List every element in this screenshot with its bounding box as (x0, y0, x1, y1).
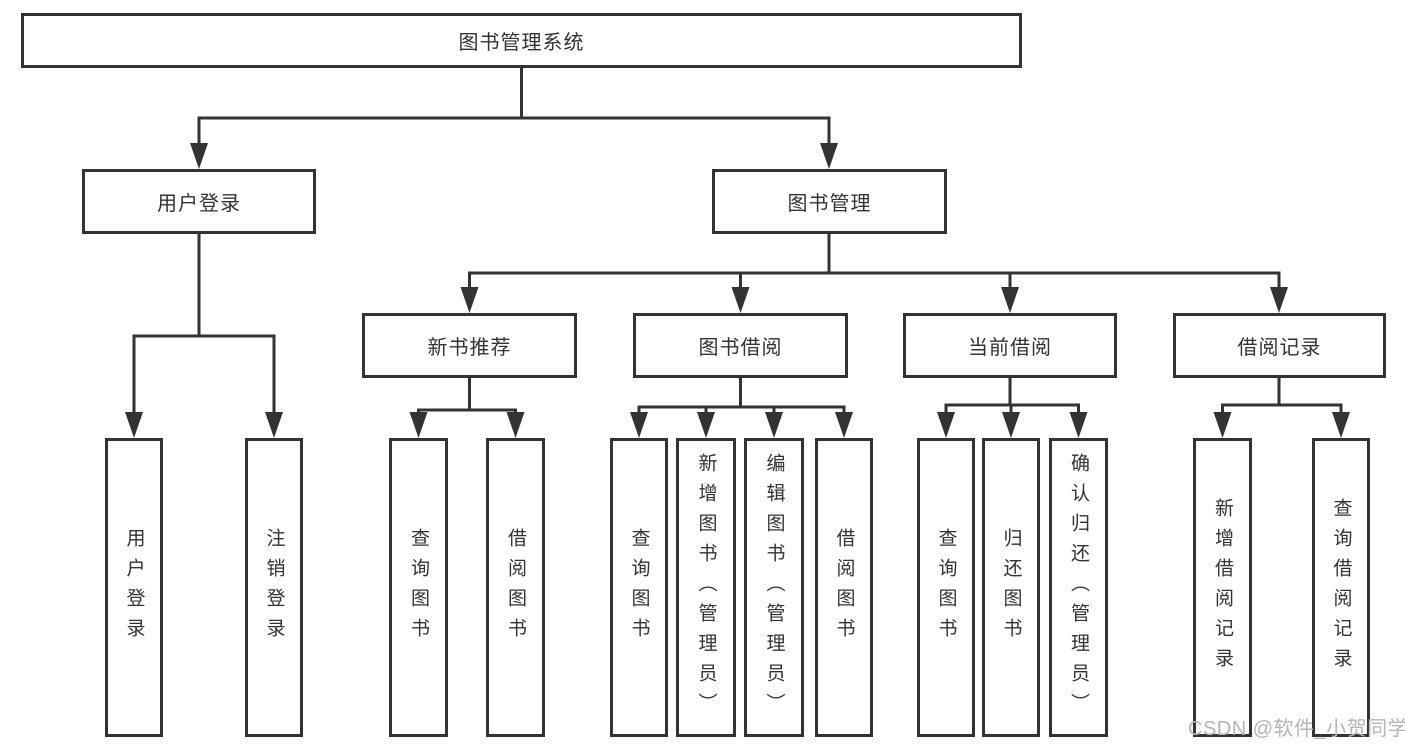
leaf-user-login-label: 用户登录 (123, 527, 145, 648)
node-book-borrowing: 图书借阅 (633, 313, 848, 378)
leaf-confirm-return-admin: 确认归还（管理员） (1049, 438, 1108, 737)
csdn-watermark: CSDN @软件_小贺同学 (1188, 718, 1405, 740)
node-user-login: 用户登录 (82, 169, 316, 234)
leaf-query-borrow-record: 查询借阅记录 (1312, 438, 1370, 737)
leaf-add-book-admin: 新增图书（管理员） (676, 438, 736, 737)
leaf-recommend-borrow-book: 借阅图书 (486, 438, 545, 737)
node-root: 图书管理系统 (21, 13, 1022, 68)
node-current-borrowing: 当前借阅 (903, 313, 1117, 378)
leaf-edit-book-admin-label: 编辑图书（管理员） (763, 452, 785, 723)
leaf-query-borrow-record-label: 查询借阅记录 (1330, 497, 1352, 678)
leaf-borrowing-borrow-book: 借阅图书 (815, 438, 873, 737)
node-book-management: 图书管理 (712, 169, 947, 234)
leaf-borrowing-query-book: 查询图书 (610, 438, 668, 737)
leaf-confirm-return-admin-label: 确认归还（管理员） (1068, 452, 1089, 723)
node-root-label: 图书管理系统 (458, 32, 585, 54)
node-borrowing-records: 借阅记录 (1173, 313, 1386, 378)
node-new-book-recommend-label: 新书推荐 (427, 337, 512, 359)
leaf-borrowing-query-book-label: 查询图书 (628, 527, 650, 648)
node-book-borrowing-label: 图书借阅 (698, 337, 783, 359)
leaf-add-borrow-record-label: 新增借阅记录 (1212, 497, 1233, 678)
leaf-edit-book-admin: 编辑图书（管理员） (744, 438, 804, 737)
leaf-current-query-book-label: 查询图书 (935, 527, 957, 648)
leaf-return-book: 归还图书 (982, 438, 1040, 737)
leaf-logout: 注销登录 (245, 438, 303, 737)
leaf-logout-label: 注销登录 (263, 527, 285, 648)
leaf-add-borrow-record: 新增借阅记录 (1193, 438, 1252, 737)
leaf-add-book-admin-label: 新增图书（管理员） (695, 452, 717, 723)
leaf-return-book-label: 归还图书 (1000, 527, 1022, 648)
node-borrowing-records-label: 借阅记录 (1237, 337, 1322, 359)
leaf-current-query-book: 查询图书 (917, 438, 975, 737)
node-current-borrowing-label: 当前借阅 (968, 337, 1052, 359)
leaf-borrowing-borrow-book-label: 借阅图书 (833, 527, 855, 648)
leaf-user-login: 用户登录 (105, 438, 163, 737)
node-user-login-label: 用户登录 (157, 193, 241, 215)
node-new-book-recommend: 新书推荐 (362, 313, 577, 378)
leaf-recommend-query-book-label: 查询图书 (408, 527, 429, 648)
leaf-recommend-borrow-book-label: 借阅图书 (505, 527, 526, 648)
node-book-management-label: 图书管理 (787, 193, 872, 215)
leaf-recommend-query-book: 查询图书 (389, 438, 448, 737)
